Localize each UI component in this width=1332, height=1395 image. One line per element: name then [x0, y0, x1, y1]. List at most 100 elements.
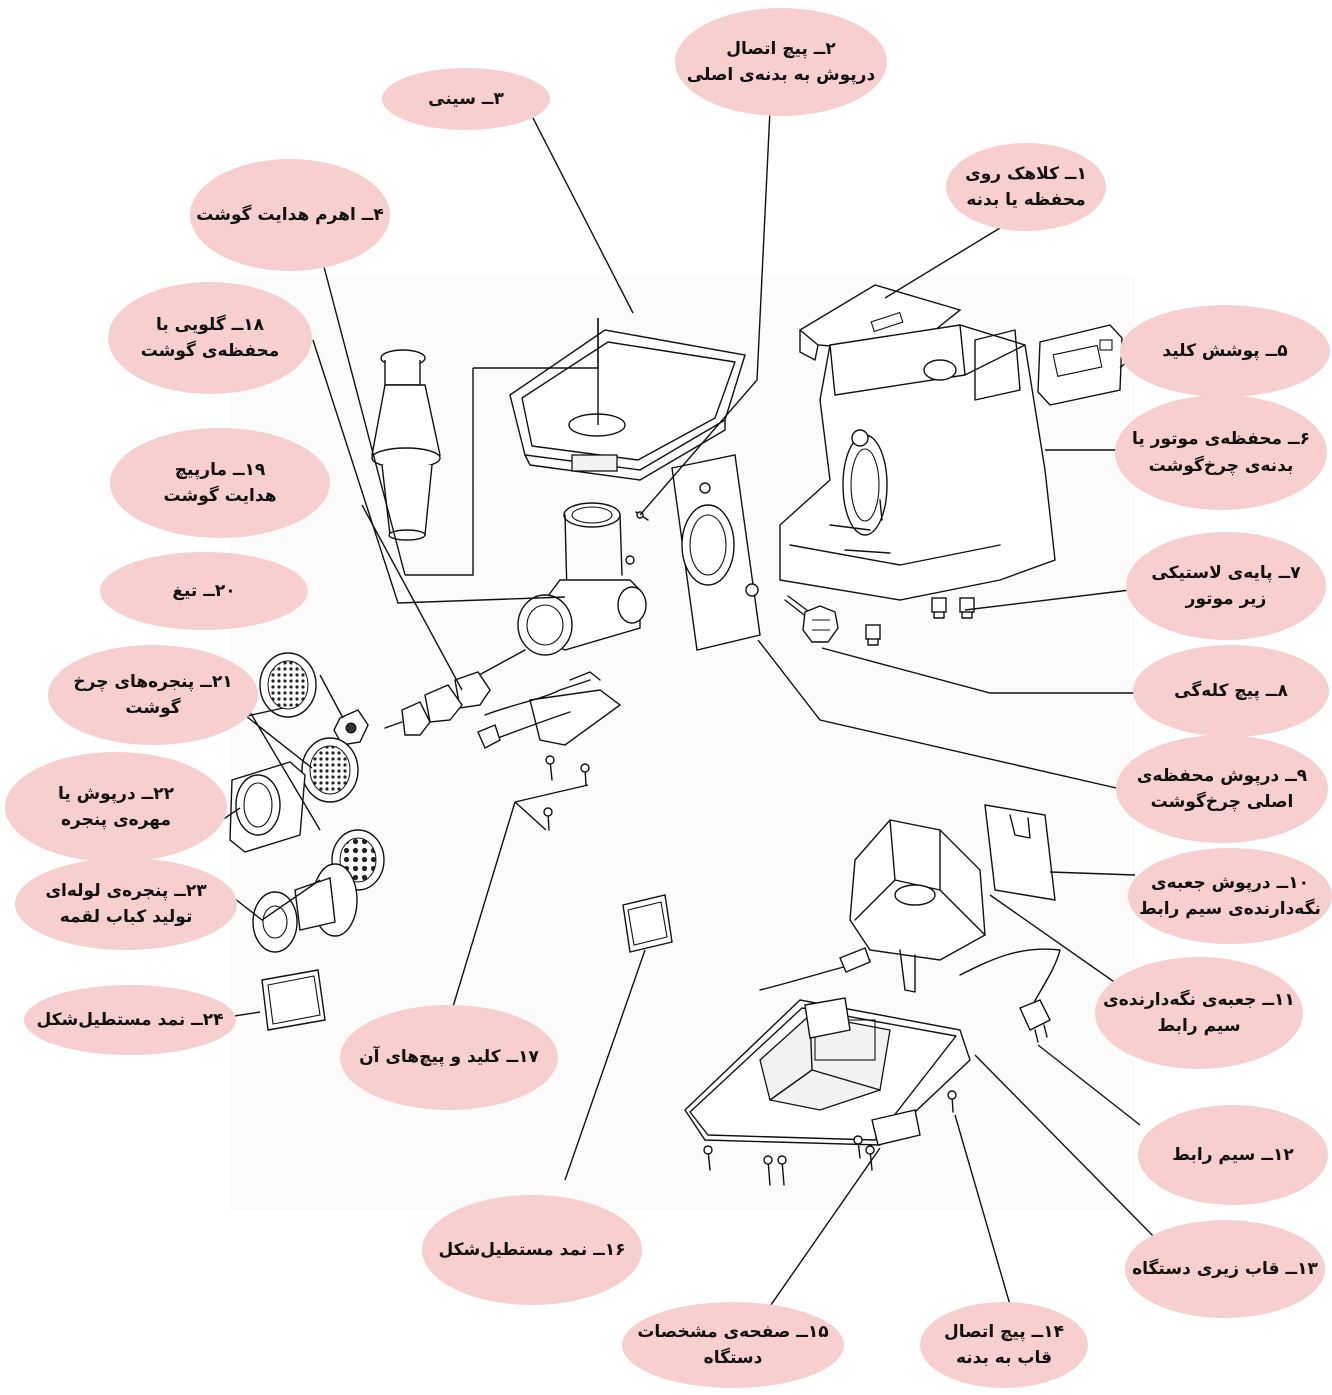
callout-14: ۱۴ــ پیچ اتصال قاب به بدنه [920, 1302, 1088, 1388]
leader-3c [473, 318, 599, 369]
callout-label-line: قاب به بدنه [955, 1348, 1053, 1368]
leader-14 [954, 1114, 1016, 1323]
callout-label-line: ۱۷ــ کلید و پیچ‌های آن [359, 1047, 539, 1068]
callout-label-line: دستگاه [703, 1348, 763, 1368]
part-rating-plate [871, 1109, 921, 1146]
callout-20: ۲۰ــ تیغ [100, 552, 308, 630]
callout-2: ۲ــ پیچ اتصال درپوش به بدنه‌ی اصلی [675, 8, 887, 116]
callout-label-line: محفظه‌ی گوشت [140, 341, 280, 361]
callout-label-line: ۱ــ کلاهک روی [965, 163, 1087, 184]
callout-7: ۷ــ پایه‌ی لاستیکی زیر موتور [1126, 532, 1326, 640]
leader-23 [229, 879, 321, 921]
callout-label-line: مهره‌ی پنجره [60, 810, 172, 830]
callout-label-line: گوشت [125, 698, 181, 718]
callout-label-line: ۳ــ سینی [428, 88, 504, 109]
leader-9 [757, 639, 1126, 791]
leader-18 [312, 339, 566, 604]
leader-19 [361, 504, 463, 691]
leader-21b [319, 674, 344, 719]
callout-label-line: اصلی چرخ‌گوشت [1150, 792, 1294, 812]
callout-3: ۳ــ سینی [382, 68, 550, 130]
callout-label-line: ۲۴ــ نمد مستطیل‌شکل [36, 1009, 224, 1030]
leader-1 [884, 227, 1001, 299]
callout-22: ۲۲ــ درپوش یا مهره‌ی پنجره [5, 752, 227, 862]
part-power-cord [759, 947, 1061, 1043]
callout-label-line: ۷ــ پایه‌ی لاستیکی [1151, 562, 1301, 583]
leader-16 [564, 949, 646, 1181]
part-worm-screw [384, 594, 573, 736]
leader-22 [221, 807, 241, 821]
part-base-screws [703, 1090, 957, 1186]
part-tray [509, 329, 746, 481]
callout-label-line: ۱۴ــ پیچ اتصال [944, 1321, 1064, 1342]
leader-12 [1037, 1044, 1141, 1126]
callout-24: ۲۴ــ نمد مستطیل‌شکل [24, 985, 236, 1055]
callout-label-line: زیر موتور [1185, 589, 1267, 609]
callout-6: ۶ــ محفظه‌ی موتور یا بدنه‌ی چرخ‌گوشت [1115, 395, 1327, 510]
part-pusher [371, 349, 441, 541]
part-motor-body [779, 324, 1056, 601]
callout-label-line: ۵ــ پوشش کلید [1162, 340, 1288, 361]
callout-12: ۱۲ــ سیم رابط [1138, 1105, 1328, 1205]
callout-4: ۴ــ اهرم هدایت گوشت [190, 159, 390, 271]
part-cord-box [849, 819, 986, 993]
callout-1: ۱ــ کلاهک روی محفظه یا بدنه [946, 143, 1106, 231]
leader-lines [221, 109, 1161, 1336]
part-felt-pad-right [622, 894, 673, 953]
part-switch-assembly [477, 671, 622, 831]
leader-3 [532, 117, 634, 314]
callout-label-line: ۱۲ــ سیم رابط [1172, 1144, 1294, 1165]
callout-label-line: بدنه‌ی چرخ‌گوشت [1148, 455, 1294, 476]
part-knob-screw [784, 595, 839, 643]
callout-label-line: ۱۹ــ مارپیچ [174, 459, 266, 480]
callout-13: ۱۳ــ قاب زیری دستگاه [1125, 1220, 1325, 1318]
callout-label-line: ۴ــ اهرم هدایت گوشت [196, 204, 384, 225]
leader-17 [451, 784, 589, 1011]
callout-label-line: ۱۳ــ قاب زیری دستگاه [1132, 1258, 1318, 1279]
callout-21: ۲۱ــ پنجره‌های چرخ گوشت [48, 645, 258, 745]
callout-9: ۹ــ درپوش محفظه‌ی اصلی چرخ‌گوشت [1116, 735, 1328, 843]
callout-label-line: ۲۳ــ پنجره‌ی لوله‌ای [45, 880, 207, 901]
callout-label-line: درپوش به بدنه‌ی اصلی [686, 65, 876, 85]
callout-label-line: محفظه یا بدنه [966, 190, 1086, 210]
callout-5: ۵ــ پوشش کلید [1120, 305, 1330, 397]
callout-label-line: نگه‌دارنده‌ی سیم رابط [1139, 899, 1321, 919]
callout-label-line: ۱۱ــ جعبه‌ی نگه‌دارنده‌ی [1103, 989, 1295, 1010]
part-switch-cover [1037, 324, 1123, 406]
leader-4 [322, 262, 474, 576]
leader-8 [821, 647, 1137, 694]
callout-label-line: سیم رابط [1157, 1016, 1241, 1036]
part-felt-pad-left [261, 969, 326, 1031]
part-front-plate [671, 454, 761, 651]
callout-23: ۲۳ــ پنجره‌ی لوله‌ای تولید کباب لقمه [15, 858, 237, 950]
callout-18: ۱۸ــ گلویی با محفظه‌ی گوشت [108, 282, 312, 394]
callout-label-line: تولید کباب لقمه [59, 907, 193, 927]
part-cord-box-cover [984, 804, 1056, 901]
callout-label-line: ۱۸ــ گلویی با [155, 314, 265, 335]
callout-label-line: ۶ــ محفظه‌ی موتور یا [1132, 429, 1311, 450]
callout-10: ۱۰ــ درپوش جعبه‌ی نگه‌دارنده‌ی سیم رابط [1128, 848, 1332, 944]
callout-label-line: ۹ــ درپوش محفظه‌ی [1136, 765, 1308, 786]
part-grinder-plates [259, 652, 385, 891]
part-ring-nut [229, 761, 306, 853]
callout-19: ۱۹ــ مارپیچ هدایت گوشت [110, 428, 330, 538]
callout-label-line: ۱۰ــ درپوش جعبه‌ی [1151, 872, 1309, 893]
callout-16: ۱۶ــ نمد مستطیل‌شکل [422, 1195, 642, 1305]
callout-15: ۱۵ــ صفحه‌ی مشخصات دستگاه [622, 1302, 844, 1388]
callout-8: ۸ــ پیچ کله‌گی [1133, 645, 1329, 737]
callout-11: ۱۱ــ جعبه‌ی نگه‌دارنده‌ی سیم رابط [1095, 957, 1303, 1069]
callout-label-line: ۲۲ــ درپوش یا [58, 783, 175, 804]
leader-10 [1049, 871, 1136, 876]
callout-label-line: ۲۱ــ پنجره‌های چرخ [73, 671, 233, 692]
callout-17: ۱۷ــ کلید و پیچ‌های آن [340, 1005, 558, 1110]
part-rubber-feet [865, 597, 975, 646]
part-base-frame [684, 997, 971, 1146]
leader-13 [974, 1054, 1161, 1244]
callout-label-line: ۱۶ــ نمد مستطیل‌شکل [438, 1239, 626, 1260]
callout-label-line: ۸ــ پیچ کله‌گی [1174, 680, 1288, 701]
callout-label-line: ۱۵ــ صفحه‌ی مشخصات [637, 1321, 829, 1342]
leader-7 [964, 589, 1131, 611]
callout-label-line: ۲۰ــ تیغ [172, 580, 236, 601]
callout-label-line: ۲ــ پیچ اتصال [726, 38, 836, 59]
callout-label-line: هدایت گوشت [163, 486, 277, 506]
